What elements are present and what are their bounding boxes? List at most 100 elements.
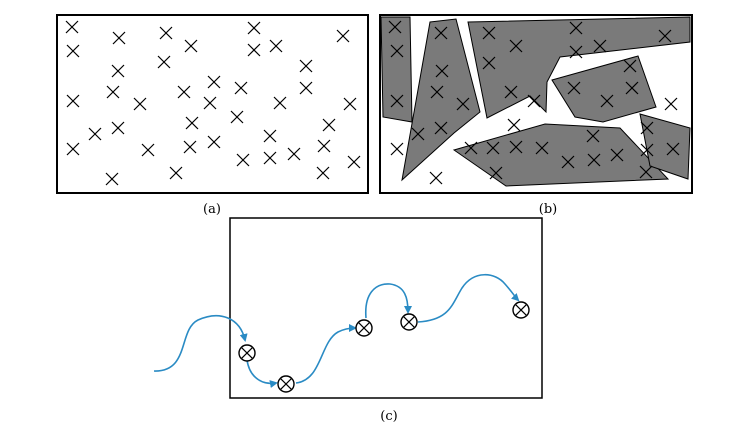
- cross-marker: [569, 45, 583, 59]
- cross-marker: [587, 153, 601, 167]
- panel-a-caption: (a): [203, 202, 221, 217]
- panel-a-markers: [65, 20, 361, 186]
- trajectory-segment-1: [153, 315, 248, 372]
- cross-marker: [434, 26, 448, 40]
- panel-a: (a): [56, 14, 369, 217]
- panel-c-frame: [229, 217, 543, 399]
- cross-marker: [509, 140, 523, 154]
- cross-marker: [269, 39, 283, 53]
- cross-marker: [623, 59, 637, 73]
- cross-marker: [666, 142, 680, 156]
- trajectory-points: [238, 301, 530, 393]
- cross-marker: [299, 59, 313, 73]
- cross-marker: [207, 135, 221, 149]
- cross-marker: [299, 81, 313, 95]
- cross-marker: [184, 39, 198, 53]
- cross-marker: [106, 85, 120, 99]
- trajectory-segment-3: [295, 324, 357, 384]
- cross-marker: [639, 165, 653, 179]
- cross-marker: [390, 94, 404, 108]
- cross-marker: [203, 96, 217, 110]
- cross-marker: [411, 127, 425, 141]
- cross-marker: [230, 110, 244, 124]
- cross-marker: [159, 26, 173, 40]
- cross-marker: [273, 96, 287, 110]
- panel-c-caption: (c): [380, 409, 397, 424]
- cross-marker: [610, 148, 624, 162]
- cross-marker: [185, 116, 199, 130]
- cross-marker: [236, 153, 250, 167]
- circled-cross-marker: [277, 375, 295, 393]
- cross-marker: [509, 39, 523, 53]
- cross-marker: [316, 166, 330, 180]
- cross-marker: [111, 121, 125, 135]
- cross-marker: [390, 44, 404, 58]
- panel-b-markers: [388, 20, 680, 185]
- cross-marker: [482, 56, 496, 70]
- cross-marker: [569, 21, 583, 35]
- cross-marker: [66, 142, 80, 156]
- cross-marker: [177, 85, 191, 99]
- cross-marker: [263, 151, 277, 165]
- panel-a-frame: [56, 14, 369, 194]
- trajectory: [153, 273, 520, 389]
- cross-marker: [105, 172, 119, 186]
- region-right-small: [639, 113, 691, 180]
- cross-marker: [600, 94, 614, 108]
- cross-marker: [489, 166, 503, 180]
- trajectory-segment-5: [417, 273, 520, 323]
- cross-marker: [347, 155, 361, 169]
- cross-marker: [586, 129, 600, 143]
- cross-marker: [435, 64, 449, 78]
- trajectory-segment-4: [365, 283, 412, 319]
- cross-marker: [112, 31, 126, 45]
- cross-marker: [527, 94, 541, 108]
- cross-marker: [141, 143, 155, 157]
- cross-marker: [263, 129, 277, 143]
- cross-marker: [343, 97, 357, 111]
- cross-marker: [390, 142, 404, 156]
- cross-marker: [430, 85, 444, 99]
- cross-marker: [247, 43, 261, 57]
- cross-marker: [640, 121, 654, 135]
- cross-marker: [486, 141, 500, 155]
- panel-c: (c): [153, 217, 543, 424]
- cross-marker: [504, 85, 518, 99]
- cross-marker: [535, 141, 549, 155]
- cross-marker: [287, 147, 301, 161]
- cross-marker: [169, 166, 183, 180]
- cross-marker: [593, 39, 607, 53]
- cross-marker: [88, 127, 102, 141]
- cross-marker: [133, 97, 147, 111]
- cross-marker: [66, 94, 80, 108]
- cross-marker: [482, 26, 496, 40]
- panel-b: (b): [379, 14, 693, 217]
- panel-b-regions: [380, 16, 691, 187]
- cross-marker: [567, 81, 581, 95]
- cross-marker: [388, 20, 402, 34]
- cross-marker: [507, 118, 521, 132]
- cross-marker: [456, 97, 470, 111]
- cross-marker: [247, 21, 261, 35]
- cross-marker: [640, 143, 654, 157]
- cross-marker: [207, 75, 221, 89]
- cross-marker: [429, 171, 443, 185]
- region-right-block: [551, 55, 657, 123]
- region-tall-wedge: [401, 18, 481, 182]
- cross-marker: [434, 121, 448, 135]
- cross-marker: [157, 55, 171, 69]
- trajectory-segment-2: [246, 359, 278, 389]
- circled-cross-marker: [512, 301, 530, 319]
- region-top-block: [467, 16, 691, 119]
- cross-marker: [625, 81, 639, 95]
- cross-marker: [183, 140, 197, 154]
- region-left-strip: [380, 16, 413, 123]
- cross-marker: [336, 29, 350, 43]
- cross-marker: [658, 29, 672, 43]
- cross-marker: [66, 44, 80, 58]
- cross-marker: [322, 118, 336, 132]
- panel-b-caption: (b): [539, 202, 557, 217]
- cross-marker: [561, 155, 575, 169]
- circled-cross-marker: [355, 319, 373, 337]
